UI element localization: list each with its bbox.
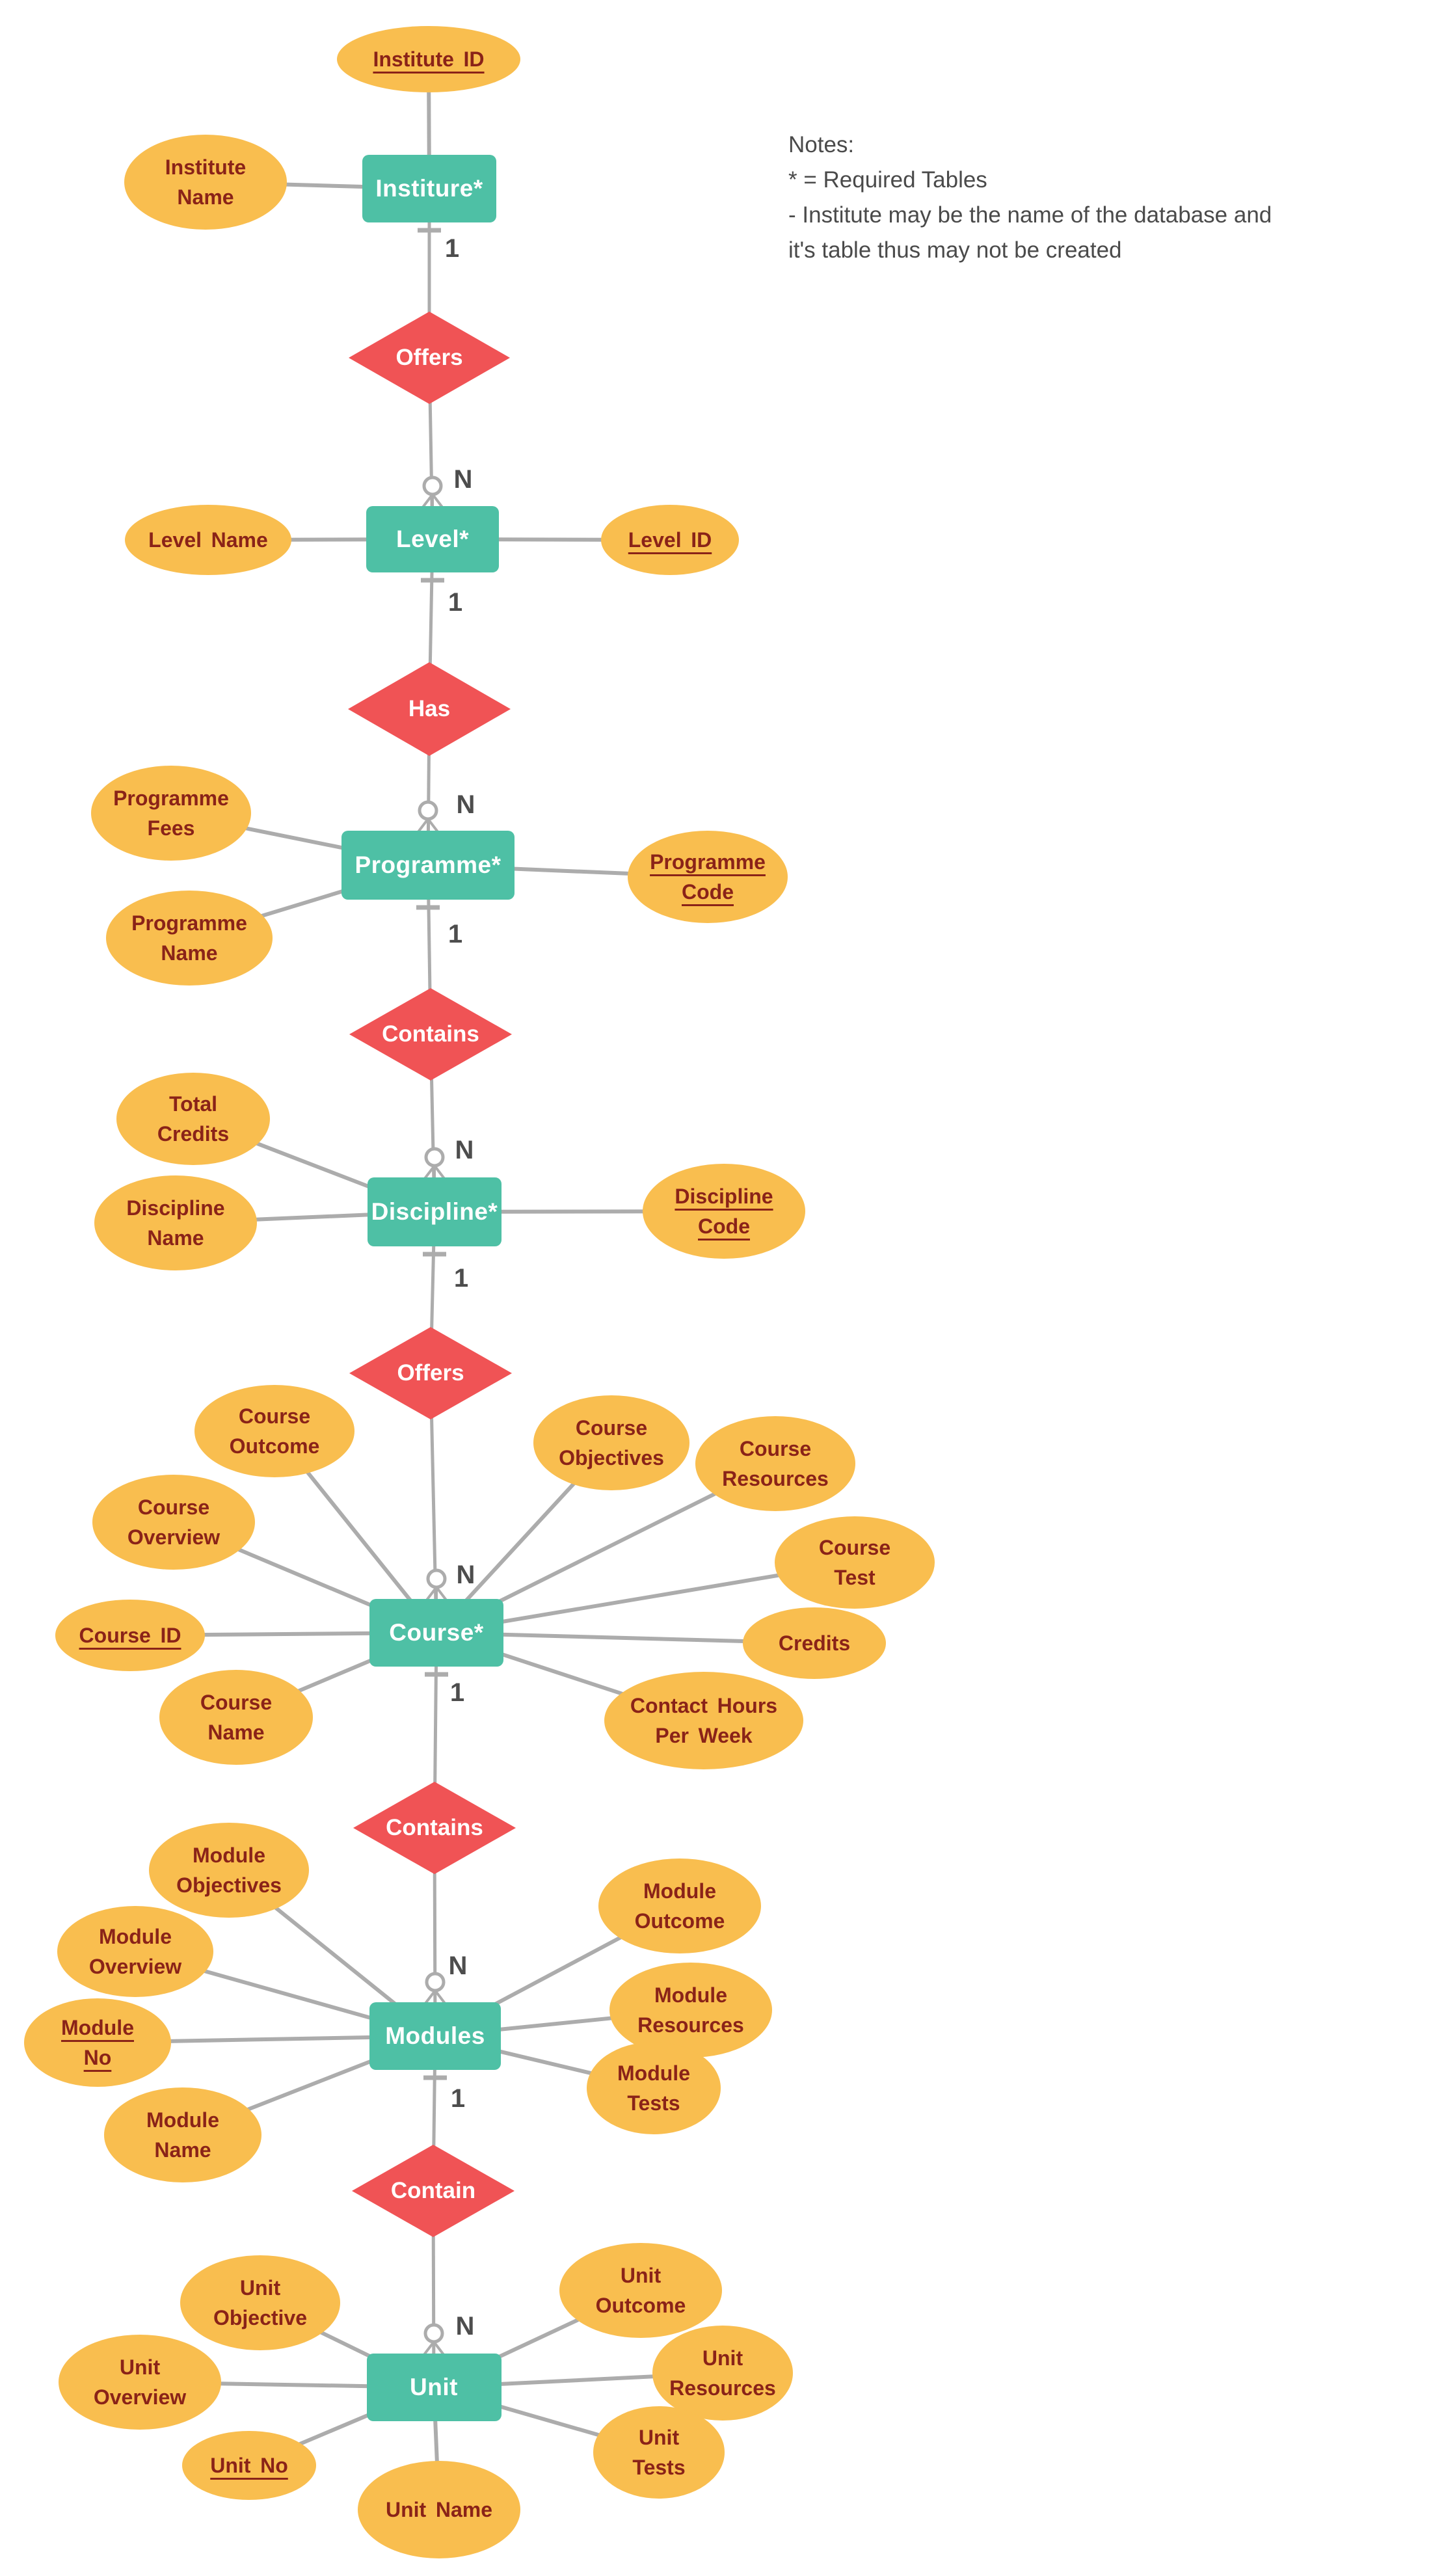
- attr-course-test: Course Test: [775, 1516, 935, 1609]
- card-modules-1: 1: [450, 2084, 466, 2113]
- connector-line: [423, 1989, 436, 2006]
- connector-line: [416, 818, 429, 834]
- card-discipline-n: N: [455, 1135, 474, 1164]
- card-discipline-1: 1: [453, 1263, 469, 1293]
- attr-course-id: Course ID: [55, 1600, 205, 1671]
- notes: Notes: * = Required Tables - Institute m…: [788, 127, 1413, 268]
- attr-institute-id: Institute ID: [337, 26, 520, 92]
- attr-module-objectives: Module Objectives: [149, 1823, 309, 1918]
- connector-line: [423, 1164, 436, 1181]
- notes-title: Notes:: [788, 132, 855, 157]
- card-course-n: N: [456, 1560, 475, 1589]
- connector-line: [425, 1586, 438, 1602]
- many-cardinality-icon: [422, 476, 443, 496]
- entity-course: Course*: [369, 1599, 503, 1667]
- attr-unit-name: Unit Name: [358, 2461, 520, 2558]
- card-institute-1: 1: [444, 234, 460, 263]
- card-programme-1: 1: [448, 919, 463, 948]
- attr-module-no: Module No: [24, 1998, 171, 2087]
- connector-line: [431, 493, 444, 509]
- attr-discipline-name: Discipline Name: [94, 1175, 257, 1270]
- attr-course-objectives: Course Objectives: [533, 1395, 689, 1490]
- entity-discipline: Discipline*: [368, 1177, 502, 1246]
- attr-contact-hours-per-week: Contact Hours Per Week: [604, 1672, 803, 1769]
- many-cardinality-icon: [418, 800, 438, 821]
- entity-programme: Programme*: [341, 831, 515, 900]
- attr-module-outcome: Module Outcome: [598, 1858, 761, 1953]
- connector-line: [433, 1164, 446, 1181]
- attr-course-resources: Course Resources: [695, 1416, 855, 1511]
- many-cardinality-icon: [424, 1147, 445, 1168]
- card-course-1: 1: [449, 1678, 465, 1707]
- attr-module-overview: Module Overview: [57, 1906, 213, 1997]
- attr-unit-tests: Unit Tests: [593, 2406, 725, 2499]
- attr-module-resources: Module Resources: [609, 1963, 772, 2058]
- attr-total-credits: Total Credits: [116, 1073, 270, 1165]
- attr-course-overview: Course Overview: [92, 1475, 255, 1570]
- attr-unit-outcome: Unit Outcome: [559, 2243, 722, 2338]
- notes-line-1: * = Required Tables: [788, 167, 987, 193]
- attr-programme-fees: Programme Fees: [91, 766, 251, 861]
- entity-level: Level*: [366, 506, 499, 572]
- card-level-n: N: [453, 464, 473, 494]
- many-cardinality-icon: [425, 1972, 446, 1992]
- card-unit-n: N: [455, 2311, 475, 2341]
- attr-unit-overview: Unit Overview: [59, 2335, 221, 2430]
- attr-programme-code: Programme Code: [628, 831, 788, 923]
- card-modules-n: N: [448, 1951, 468, 1980]
- attr-course-name: Course Name: [159, 1670, 313, 1765]
- attr-course-outcome: Course Outcome: [194, 1385, 354, 1477]
- connector-line: [433, 2341, 446, 2357]
- attr-unit-resources: Unit Resources: [652, 2326, 793, 2421]
- attr-credits: Credits: [743, 1607, 886, 1679]
- connector-line: [435, 1586, 448, 1602]
- attr-programme-name: Programme Name: [106, 891, 273, 986]
- many-cardinality-icon: [423, 2323, 444, 2344]
- attr-unit-no: Unit No: [182, 2431, 316, 2500]
- connector-line: [421, 493, 434, 509]
- attr-discipline-code: Discipline Code: [643, 1164, 805, 1259]
- attr-module-name: Module Name: [104, 2087, 261, 2182]
- card-programme-n: N: [456, 790, 475, 819]
- entity-modules: Modules: [369, 2002, 501, 2070]
- attr-unit-objective: Unit Objective: [180, 2255, 340, 2350]
- card-level-1: 1: [448, 587, 463, 617]
- connector-line: [434, 1989, 447, 2006]
- connector-line: [422, 2341, 435, 2357]
- attr-institute-name: Institute Name: [124, 135, 287, 230]
- entity-institute: Institure*: [362, 155, 496, 222]
- entity-unit: Unit: [366, 2354, 502, 2421]
- attr-level-name: Level Name: [125, 505, 291, 575]
- notes-line-2: - Institute may be the name of the datab…: [788, 202, 1272, 228]
- attr-level-id: Level ID: [601, 505, 739, 575]
- attr-module-tests: Module Tests: [587, 2042, 721, 2134]
- many-cardinality-icon: [426, 1568, 447, 1589]
- connector-line: [427, 818, 440, 834]
- notes-line-3: it's table thus may not be created: [788, 237, 1122, 263]
